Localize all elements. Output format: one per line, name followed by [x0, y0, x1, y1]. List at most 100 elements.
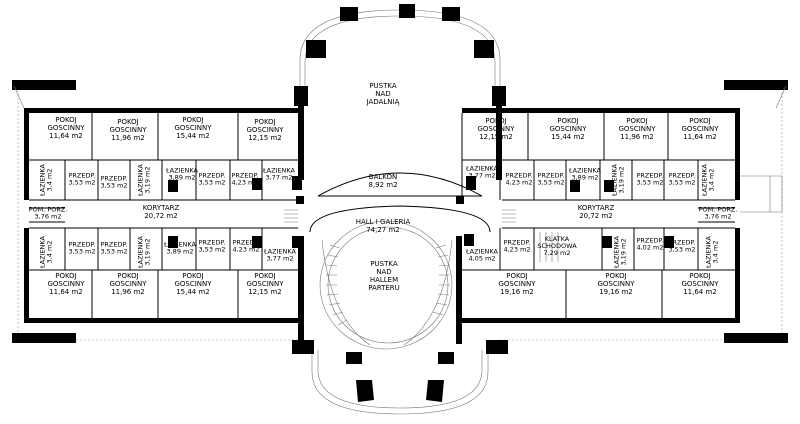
room-label-line: 11,64 m2 — [683, 133, 717, 141]
pier-blocks — [168, 176, 674, 248]
room-label-line: ŁAZIENKA — [263, 248, 297, 256]
room-label-line: 11,96 m2 — [620, 133, 654, 141]
room-label-line: PARTERU — [368, 284, 400, 292]
room-label-line: 11,64 m2 — [49, 132, 83, 140]
room-label-line: POKOJ — [506, 272, 528, 280]
room-label-line: GOSCINNY — [246, 126, 284, 134]
room-label-line: 4,02 m2 — [636, 244, 663, 252]
room-label-line: 3,19 m2 — [620, 238, 628, 265]
room-label-line: 3,53 m2 — [198, 246, 225, 254]
room-label-line: 15,44 m2 — [176, 132, 210, 140]
room-label-line: GOSCINNY — [549, 125, 587, 133]
hallway-label: PRZEDP.4,23 m2 — [231, 172, 258, 187]
pom-porz-right-label: POM. PORZ.3,76 m2 — [699, 206, 738, 221]
room-label-line: ŁAZIENKA — [165, 167, 199, 175]
room-label-line: PUSTKA — [369, 82, 397, 90]
room-label-line: POKOJ — [626, 117, 648, 125]
hallway-label: PRZEDP.4,23 m2 — [505, 172, 532, 187]
room-label-line: POKOJ — [55, 272, 77, 280]
room-label-line: NAD — [376, 268, 391, 276]
room-label-line: POM. PORZ. — [29, 206, 68, 214]
hallway-label: PRZEDP.3,53 m2 — [68, 241, 95, 256]
room-label-line: 74,27 m2 — [366, 226, 400, 234]
room-label-line: 19,16 m2 — [500, 288, 534, 296]
room-label-line: 3,4 m2 — [712, 241, 720, 264]
room-label-line: ŁAZIENKA — [613, 235, 621, 269]
room-label-line: GOSCINNY — [246, 280, 284, 288]
room-label-line: 20,72 m2 — [579, 212, 613, 220]
room-label-line: ŁAZIENKA — [465, 248, 499, 256]
room-label-line: PRZEDP. — [669, 172, 696, 180]
room-label-line: 11,64 m2 — [49, 288, 83, 296]
room-label-line: 3,89 m2 — [168, 174, 195, 182]
room-label-line: POKOJ — [117, 272, 139, 280]
room-label-line: 3,53 m2 — [668, 246, 695, 254]
room-label-line: HALLEM — [370, 276, 398, 284]
room-label-line: 3,53 m2 — [668, 179, 695, 187]
hallway-label: PRZEDP.3,53 m2 — [68, 172, 95, 187]
hallway-label: PRZEDP.3,53 m2 — [198, 172, 225, 187]
room-label-line: 3,19 m2 — [144, 166, 152, 193]
room-label-line: PRZEDP. — [69, 241, 96, 249]
room-label-line: 3,4 m2 — [708, 169, 716, 192]
room-label-line: GOSCINNY — [174, 280, 212, 288]
rotunda-top-piers — [294, 4, 506, 106]
room-label-line: JADALNIĄ — [366, 98, 400, 106]
room-label-line: PUSTKA — [370, 260, 398, 268]
hallway-label: PRZEDP.4,23 m2 — [232, 239, 259, 254]
room-label-line: POKOJ — [182, 116, 204, 124]
room-label-line: 12,15 m2 — [479, 133, 513, 141]
room-label-line: 15,44 m2 — [551, 133, 585, 141]
room-label-line: POKOJ — [254, 118, 276, 126]
room-label-line: PRZEDP. — [199, 172, 226, 180]
room-label-line: POKOJ — [182, 272, 204, 280]
room-label-line: 3,19 m2 — [144, 238, 152, 265]
room-label-line: 12,15 m2 — [248, 134, 282, 142]
room-label-line: PRZEDP. — [101, 241, 128, 249]
room-label-line: GOSCINNY — [47, 280, 85, 288]
room-label-line: PRZEDP. — [669, 239, 696, 247]
room-label-line: GOSCINNY — [109, 126, 147, 134]
outer-walls — [12, 80, 788, 344]
room-label-line: 20,72 m2 — [144, 212, 178, 220]
room-label-line: 4,05 m2 — [468, 255, 495, 263]
hallway-label: PRZEDP.3,53 m2 — [668, 172, 695, 187]
hallway-label: PRZEDP.3,53 m2 — [537, 172, 564, 187]
hallway-label: PRZEDP.3,53 m2 — [100, 241, 127, 256]
room-label-line: PRZEDP. — [232, 172, 259, 180]
room-label-line: GOSCINNY — [681, 125, 719, 133]
room-label-line: PRZEDP. — [69, 172, 96, 180]
bathroom-label: ŁAZIENKA3,4 m2 — [701, 163, 716, 197]
room-label-line: ŁAZIENKA — [568, 167, 602, 175]
room-label-line: BALKON — [369, 173, 397, 181]
room-label-line: 3,76 m2 — [34, 213, 61, 221]
room-label-line: PRZEDP. — [504, 239, 531, 247]
room-label-line: PRZEDP. — [637, 172, 664, 180]
room-label-line: PRZEDP. — [637, 237, 664, 245]
room-label-line: 3,53 m2 — [198, 179, 225, 187]
room-label-line: POKOJ — [485, 117, 507, 125]
plan-structure — [12, 4, 788, 415]
room-label-line: ŁAZIENKA — [163, 241, 197, 249]
bathroom-label: ŁAZIENKA3,4 m2 — [39, 235, 54, 269]
room-label-line: 11,96 m2 — [111, 134, 145, 142]
room-label-line: SCHODOWA — [537, 242, 577, 250]
room-label-line: KORYTARZ — [578, 204, 615, 212]
bathroom-label: ŁAZIENKA3,19 m2 — [137, 163, 152, 197]
